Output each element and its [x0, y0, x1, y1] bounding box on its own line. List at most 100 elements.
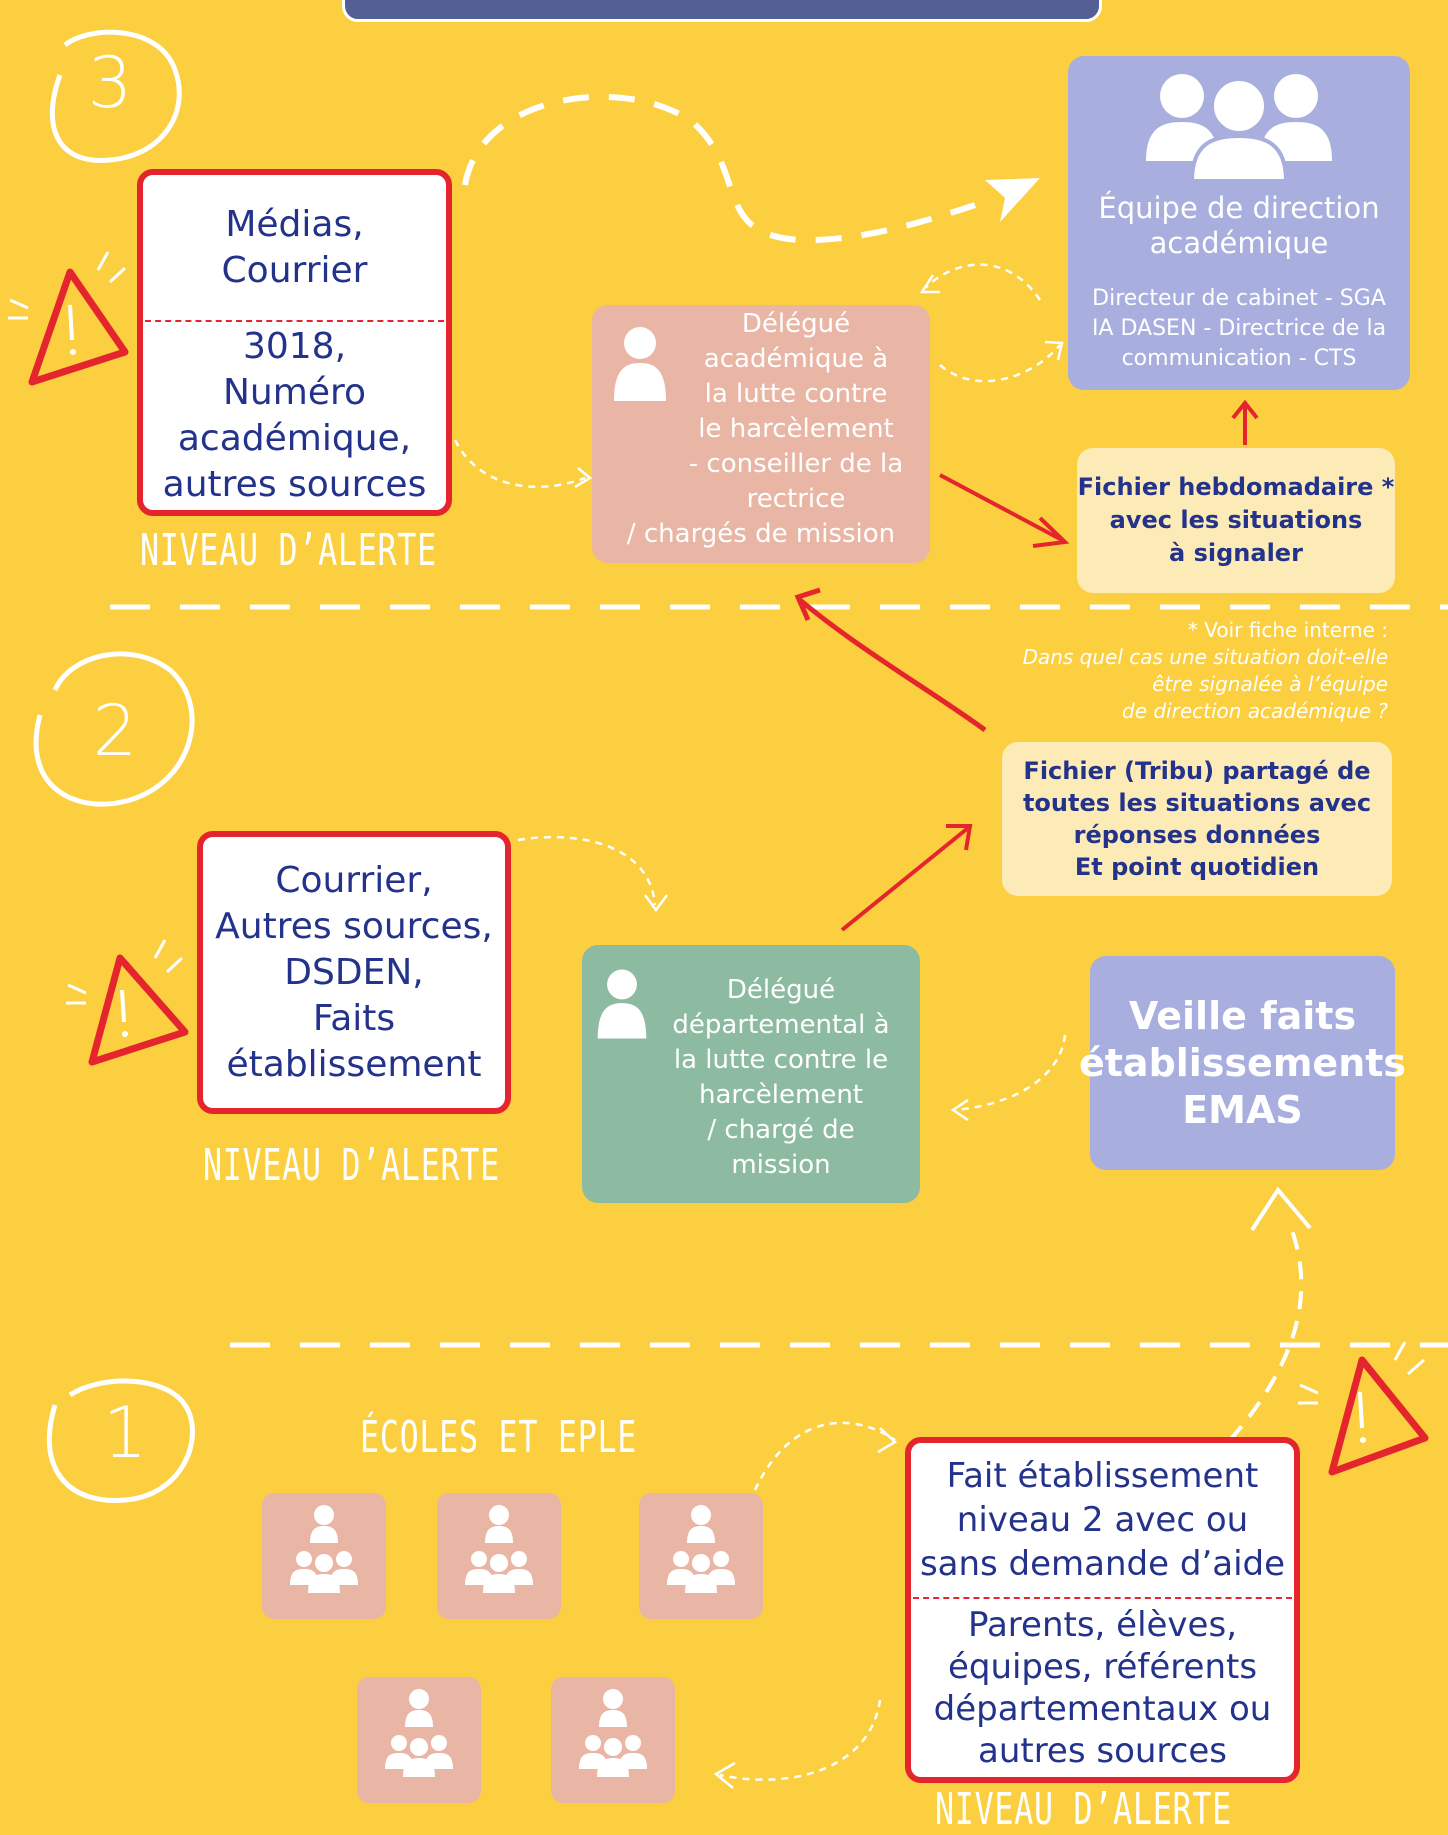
- academic-delegate-card: Délégué académique à la lutte contre le …: [592, 305, 930, 563]
- shared-to-delegate3-arrow: [798, 598, 987, 733]
- weekly-file-line: avec les situations: [1109, 506, 1363, 534]
- delegate-line: départemental à: [672, 1010, 890, 1040]
- arrowhead-direction: [985, 178, 1040, 222]
- delegate-line: la lutte contre: [704, 379, 888, 409]
- fact-to-schools-arrow: [719, 1699, 882, 1781]
- delegate-line: Délégué: [726, 975, 836, 1005]
- source-line: autres sources: [162, 464, 427, 505]
- internal-note: * Voir fiche interne : Dans quel cas une…: [900, 617, 1388, 725]
- sources-to-delegate-arrow: [453, 439, 586, 489]
- alert-level-label-3: NIVEAU D’ALERTE: [140, 525, 437, 576]
- delegate-line: harcèlement: [698, 1080, 864, 1110]
- note-line: * Voir fiche interne :: [1187, 618, 1388, 642]
- group-icon: [1146, 74, 1332, 181]
- fact-line: sans demande d’aide: [919, 1544, 1286, 1584]
- source-line: Faits: [312, 997, 396, 1039]
- note-line: de direction académique ?: [1122, 699, 1388, 723]
- source-line: Numéro: [223, 372, 366, 413]
- circle-2-outline: [33, 651, 195, 807]
- delegate-line: la lutte contre le: [673, 1045, 889, 1075]
- source-line: 3018,: [242, 326, 347, 367]
- direction-member-line: communication - CTS: [1121, 346, 1357, 371]
- person-icon: [614, 327, 666, 401]
- level-2-number: 2: [92, 690, 138, 772]
- schools-to-fact-arrow: [753, 1421, 896, 1491]
- schools-title: ÉCOLES ET EPLE: [360, 1412, 638, 1463]
- card-divider: [145, 320, 444, 322]
- media-to-direction-arrow: [462, 93, 976, 244]
- note-line: Dans quel cas une situation doit-elle: [1022, 645, 1388, 669]
- watch-line: établissements: [1078, 1040, 1407, 1085]
- fact-line: départementaux ou: [933, 1689, 1272, 1729]
- shared-file-line: Fichier (Tribu) partagé de: [1023, 757, 1371, 785]
- direction-title-line: Équipe de direction: [1098, 191, 1380, 225]
- level-2-sources-card: Courrier, Autres sources, DSDEN, Faits é…: [197, 831, 511, 1114]
- delegate-line: Délégué: [741, 309, 851, 339]
- source-line: académique,: [177, 418, 412, 459]
- school-group-icon: [579, 1689, 647, 1777]
- card-divider: [913, 1597, 1292, 1599]
- delegate-line: rectrice: [746, 484, 846, 514]
- header-bar: [342, 0, 1102, 22]
- direction-team-card: Équipe de direction académique Directeur…: [1068, 56, 1410, 390]
- delegate-line: le harcèlement: [698, 414, 894, 444]
- delegate-line: mission: [731, 1150, 831, 1180]
- delegate-to-direction-arrow: [939, 344, 1061, 383]
- circle-3-outline: [49, 29, 182, 163]
- weekly-file-line: Fichier hebdomadaire *: [1077, 473, 1395, 501]
- direction-to-delegate-arrow: [924, 263, 1042, 301]
- direction-title-line: académique: [1149, 226, 1329, 260]
- fact-to-watch-arrow: [1228, 1224, 1304, 1442]
- delegate-line: / chargés de mission: [626, 519, 896, 549]
- alert-level-label-2: NIVEAU D’ALERTE: [203, 1140, 500, 1191]
- warning-icon-1: [1298, 1341, 1429, 1476]
- delegate-line: - conseiller de la: [688, 449, 904, 479]
- level-1-number: 1: [102, 1392, 148, 1474]
- weekly-file-line: à signaler: [1169, 539, 1303, 567]
- person-icon: [597, 969, 647, 1039]
- school-tile: [639, 1493, 763, 1619]
- departmental-delegate-card: Délégué départemental à la lutte contre …: [582, 945, 920, 1203]
- school-tile: [262, 1493, 386, 1619]
- shared-file-line: réponses données: [1073, 821, 1321, 849]
- weekly-file-card: Fichier hebdomadaire * avec les situatio…: [1077, 448, 1395, 593]
- shared-file-line: toutes les situations avec: [1022, 789, 1372, 817]
- watch-line: Veille faits: [1128, 993, 1357, 1038]
- fact-line: Parents, élèves,: [967, 1605, 1237, 1645]
- direction-member-line: IA DASEN - Directrice de la: [1091, 316, 1387, 341]
- delegate2-to-shared-arrow: [840, 826, 970, 932]
- source-line: Autres sources,: [215, 905, 493, 947]
- sources2-to-delegate2-arrow: [517, 835, 657, 906]
- fact-line: équipes, référents: [947, 1647, 1258, 1687]
- fact-line: niveau 2 avec ou: [956, 1500, 1249, 1540]
- school-tile: [437, 1493, 561, 1619]
- school-group-icon: [465, 1505, 533, 1593]
- circle-1-outline: [46, 1378, 195, 1503]
- delegate-line: / chargé de: [707, 1115, 855, 1145]
- level-3-sources-card: Médias, Courrier 3018, Numéro académique…: [137, 169, 452, 516]
- level-3-number: 3: [87, 42, 133, 124]
- emas-watch-card: Veille faits établissements EMAS: [1079, 956, 1406, 1170]
- source-line: Courrier: [221, 249, 368, 291]
- watch-line: EMAS: [1182, 1087, 1303, 1132]
- delegate-line: académique à: [703, 344, 889, 374]
- shared-file-line: Et point quotidien: [1074, 853, 1320, 881]
- source-line: établissement: [226, 1043, 482, 1085]
- school-tile: [551, 1677, 675, 1803]
- shared-file-card: Fichier (Tribu) partagé de toutes les si…: [1002, 742, 1392, 896]
- school-group-icon: [385, 1689, 453, 1777]
- source-line: DSDEN,: [284, 951, 424, 993]
- school-group-icon: [290, 1505, 358, 1593]
- school-group-icon: [667, 1505, 735, 1593]
- fact-line: autres sources: [977, 1731, 1227, 1771]
- school-tile: [357, 1677, 481, 1803]
- note-line: être signalée à l’équipe: [1152, 672, 1388, 696]
- alert-level-label-1: NIVEAU D’ALERTE: [935, 1784, 1232, 1835]
- source-line: Médias,: [225, 203, 364, 245]
- warning-icon-3: [8, 251, 129, 386]
- warning-icon-2: [66, 939, 189, 1066]
- level-1-fact-card: Fait établissement niveau 2 avec ou sans…: [905, 1437, 1300, 1783]
- direction-member-line: Directeur de cabinet - SGA: [1092, 286, 1386, 311]
- delegate-to-weekly-arrow: [939, 473, 1063, 542]
